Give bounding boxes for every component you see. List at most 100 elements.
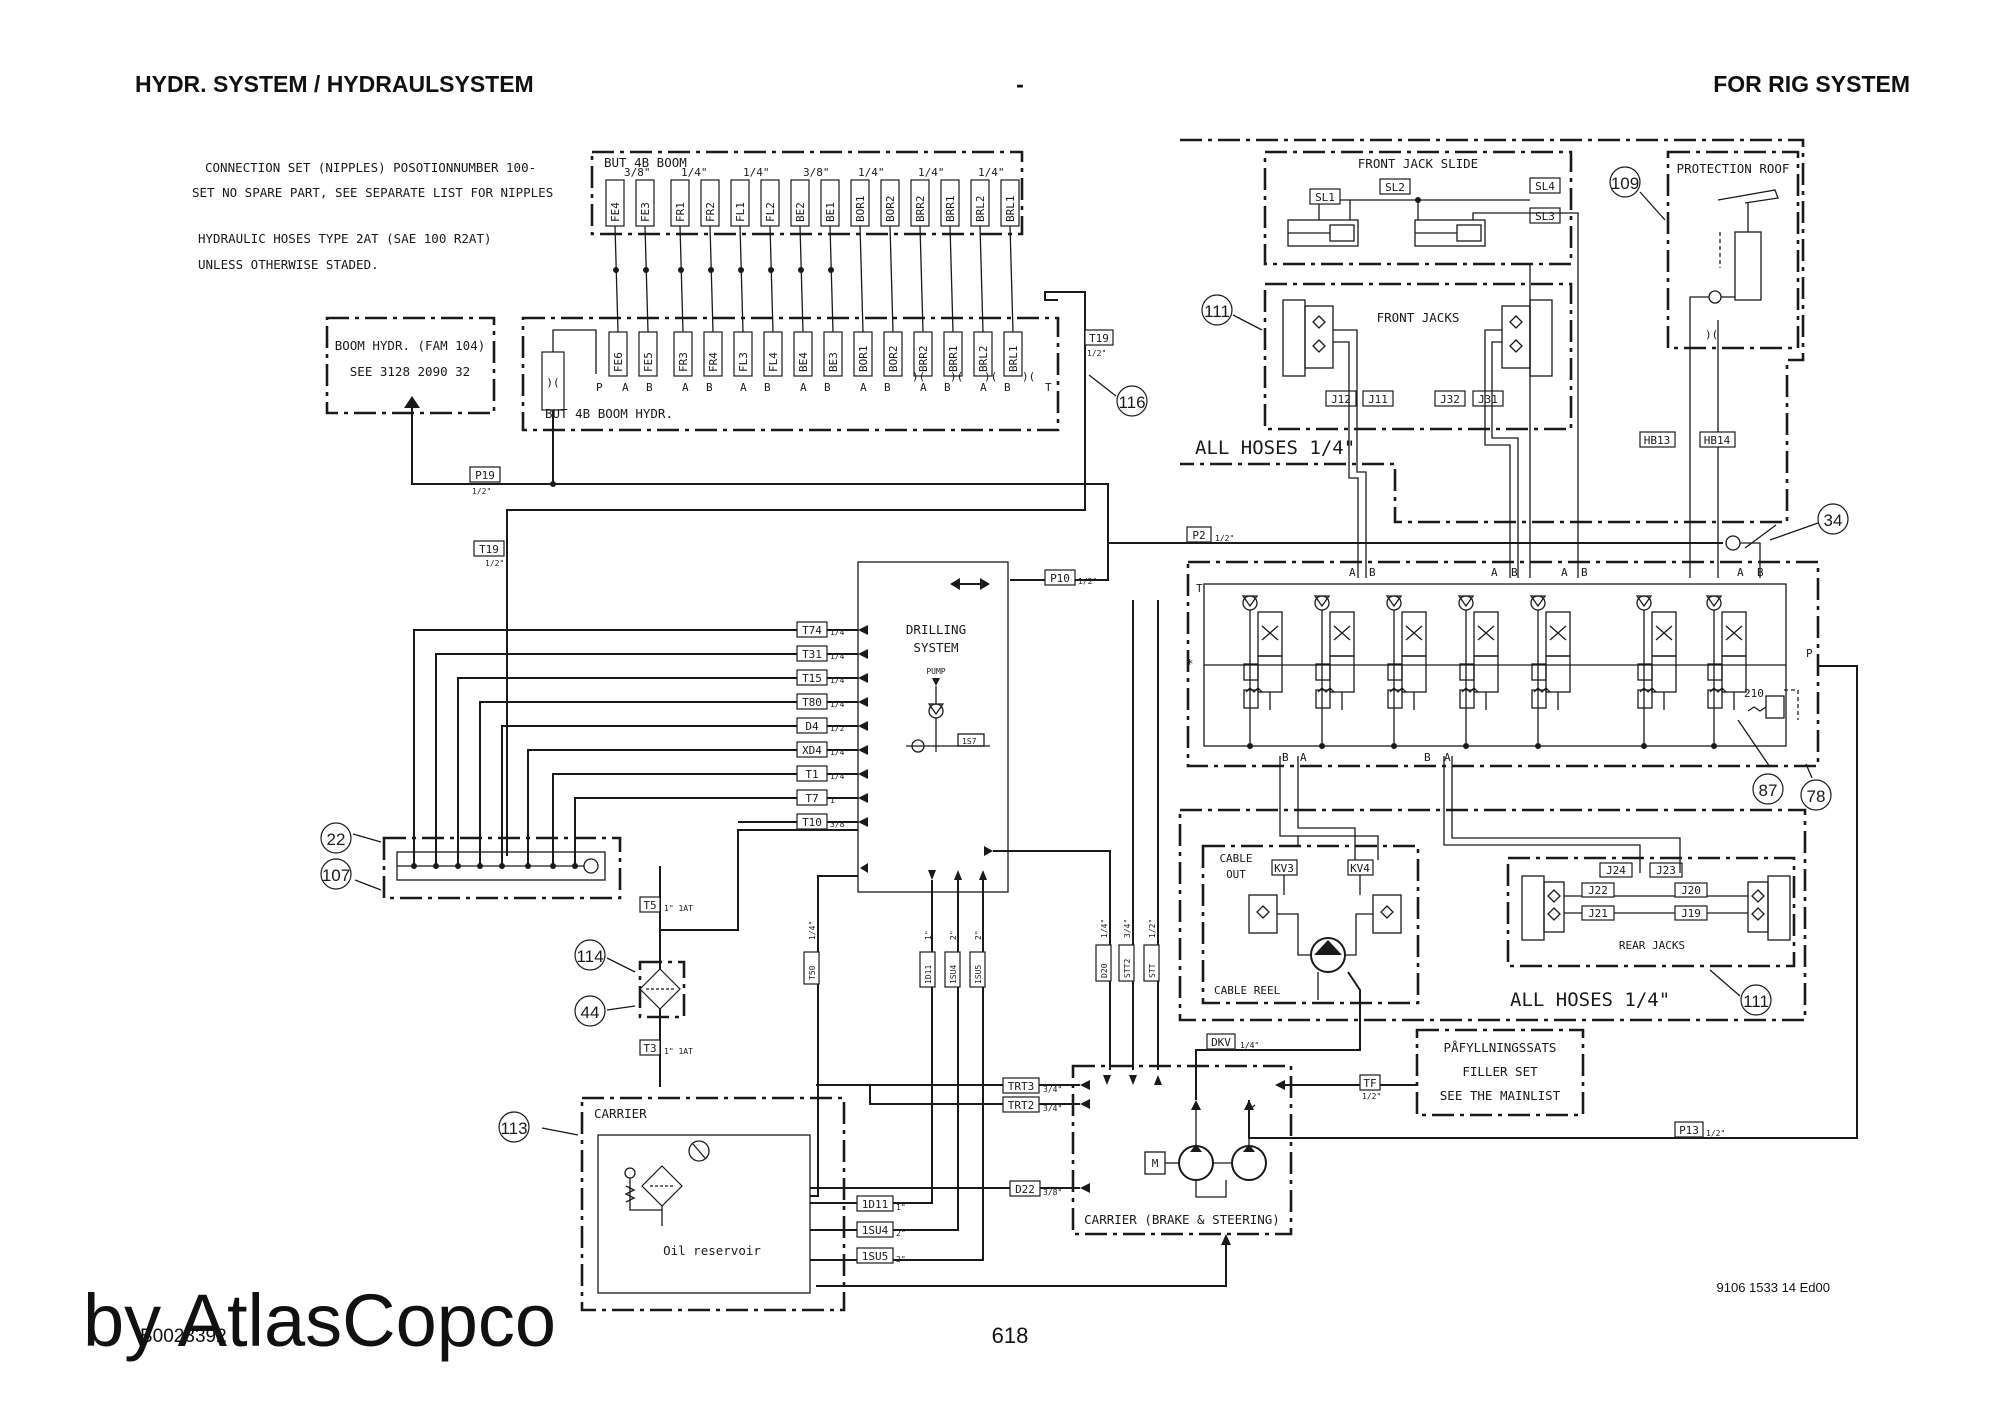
boom-port-label: BRL2 [974,196,987,223]
svg-text:3/4": 3/4" [1043,1085,1062,1094]
boom-port-label: BRL1 [1004,196,1017,223]
port-letter: T [1045,381,1052,394]
port-letter: B [1004,381,1011,394]
boom-port-label: FL2 [764,202,777,222]
hose-tag-1su5-vert: 1SU5 2" [969,930,986,988]
callout-113: 113 [500,1119,527,1138]
valve-port-letter: B [1511,566,1518,579]
port-letter: A [800,381,807,394]
drilling-input-tag: T31 [802,648,822,661]
callout-111-bottom: 111 [1743,992,1769,1011]
port-letter: B [884,381,891,394]
callout-44: 44 [581,1003,600,1022]
valve-port-letter: A [1737,566,1744,579]
restrictor-symbol: )( [1022,370,1035,383]
filter-114 [638,960,686,1019]
carrier-brake-steering: CARRIER (BRAKE & STEERING) M [1071,1064,1293,1245]
boom-hydr-port-label: FL3 [737,352,750,372]
svg-text:1D11: 1D11 [924,965,933,984]
cable-reel-title: CABLE REEL [1214,984,1281,997]
drilling-input-size: 1" [830,796,840,805]
boom-port-label: FE4 [609,202,622,222]
hose-tag-p2: P2 1/2" [1186,526,1234,543]
svg-text:DKV: DKV [1211,1036,1231,1049]
slide-port-tag: SL4 [1535,180,1555,193]
note-line-3: HYDRAULIC HOSES TYPE 2AT (SAE 100 R2AT) [198,231,492,246]
hose-tag-1su4-horiz: 1SU4 2" [856,1221,906,1238]
svg-text:TRT2: TRT2 [1008,1099,1035,1112]
svg-text:1/4": 1/4" [1100,919,1109,938]
port-letter: A [740,381,747,394]
hose-tag-1su5-horiz: 1SU5 2" [856,1247,906,1264]
hose-tag-hb14: HB14 [1699,431,1736,448]
hose-size-label: 1/4" [918,166,945,179]
drilling-title-1: DRILLING [906,622,966,637]
junction-star: * [1186,656,1194,671]
svg-text:D22: D22 [1015,1183,1035,1196]
boom-port-label: BRR2 [914,196,927,223]
svg-text:HB14: HB14 [1704,434,1731,447]
jack-port-tag: J31 [1478,393,1498,406]
boom-port-label: BE2 [794,202,807,222]
boom-hydr-port-label: FE6 [612,352,625,372]
boom-hydr-port-label: BRR2 [917,346,930,373]
hose-size-label: 1/4" [978,166,1005,179]
boom-port-label: FR2 [704,202,717,222]
hose-tag-t3: T3 1" 1AT [639,1039,693,1056]
rear-area-boundary [1178,808,1807,1022]
boom-hydr-line-2: SEE 3128 2090 32 [350,364,470,379]
boom-hydr-port-label: FL4 [767,352,780,372]
motor-label: M [1152,1157,1159,1170]
hose-tag-1d11-vert: 1D11 1" [919,930,936,988]
hose-tag-p19: P19 1/2" [469,466,501,496]
drilling-input-size: 1/4" [830,748,849,757]
svg-text:TF: TF [1363,1077,1376,1090]
hose-tag-tf: TF 1/2" [1359,1074,1381,1101]
valve-port-letter: B [1424,751,1431,764]
slide-port-tag: SL3 [1535,210,1555,223]
svg-text:STT: STT [1148,963,1157,978]
front-jack-area-boundary [1180,138,1805,524]
note-line-2: SET NO SPARE PART, SEE SEPARATE LIST FOR… [192,185,553,200]
hose-tag-1su4-vert: 1SU4 2" [944,930,961,988]
callout-107: 107 [322,866,350,885]
rear-jack-port-tag: J20 [1681,884,1701,897]
rear-jacks-title: REAR JACKS [1619,939,1685,952]
callout-116: 116 [1118,393,1145,412]
front-jack-slide-title: FRONT JACK SLIDE [1358,156,1478,171]
but-boom-hose-sizes: 3/8"1/4"1/4"3/8"1/4"1/4"1/4" [624,166,1005,179]
callout-22: 22 [327,830,346,849]
manifold-block-22 [382,836,622,900]
but-boom-hydr-title: BUT 4B BOOM HYDR. [545,406,673,421]
boom-hydr-port-label: BOR2 [887,346,900,373]
svg-text:1/2": 1/2" [485,559,504,568]
cable-out-2: OUT [1226,868,1246,881]
valve-port-letter: B [1581,566,1588,579]
drilling-input-tag: T80 [802,696,822,709]
svg-text:1/2": 1/2" [1087,349,1106,358]
rear-jack-port-tag: J23 [1656,864,1676,877]
svg-text:1/2": 1/2" [1215,534,1234,543]
restrictor-symbol: )( [984,370,997,383]
svg-text:T19: T19 [1089,332,1109,345]
hose-tag-stt2: STT2 3/4" [1118,919,1135,982]
restrictor-symbol: )( [912,370,925,383]
slide-port-tag: SL2 [1385,181,1405,194]
hose-tag-p10: P10 1/2" [1044,569,1097,586]
boom-hydr-port-label: BRL1 [1007,346,1020,373]
svg-text:1SU4: 1SU4 [862,1224,889,1237]
valve-port-letter: A [1349,566,1356,579]
hose-tag-t50: T50 1/4" [803,921,820,985]
hose-tag-trt2: TRT2 3/4" [1002,1096,1062,1113]
drilling-input-size: 1/4" [830,628,849,637]
carrier-title: CARRIER [594,1106,647,1121]
drilling-input-size: 1/4" [830,700,849,709]
tank-port-label: T [1196,582,1203,595]
drilling-system-block: DRILLING SYSTEM PUMP 1S7 [857,561,1009,893]
but-boom-title: BUT 4B BOOM [604,155,687,170]
